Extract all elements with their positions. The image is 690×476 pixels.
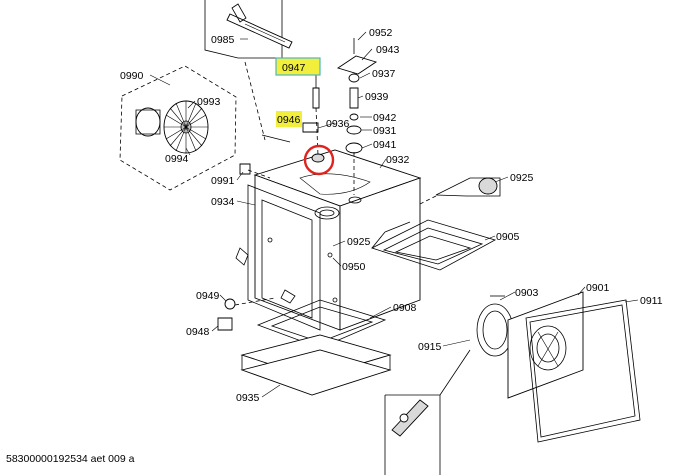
label-0949: 0949	[196, 290, 220, 302]
label-0947: 0947	[282, 62, 306, 74]
label-0985: 0985	[211, 34, 235, 46]
label-0937: 0937	[372, 68, 396, 80]
label-0941: 0941	[373, 139, 397, 151]
label-0925-side: 0925	[347, 236, 371, 248]
rear-panel-0901	[507, 291, 584, 399]
top-heater-0905	[370, 219, 497, 271]
label-0950: 0950	[342, 261, 366, 273]
label-0946: 0946	[277, 114, 301, 126]
label-0915: 0915	[418, 341, 442, 353]
target-circle	[303, 144, 335, 176]
label-0901: 0901	[586, 282, 610, 294]
highlight-0947	[275, 57, 321, 76]
door-seal-0911	[525, 299, 641, 443]
highlight-0946	[276, 111, 302, 127]
oven-cavity	[235, 149, 422, 331]
footer-code: 58300000192534 aet 009 a	[6, 453, 135, 465]
label-0925-lamp: 0925	[510, 172, 534, 184]
label-0903: 0903	[515, 287, 539, 299]
top-fittings	[239, 38, 378, 195]
label-0990: 0990	[120, 70, 144, 82]
label-0942: 0942	[373, 112, 397, 124]
label-0932: 0932	[386, 154, 410, 166]
small-parts-0948-0949	[217, 297, 276, 331]
lamp-0925	[417, 177, 501, 206]
label-0936: 0936	[326, 118, 350, 130]
label-0935: 0935	[236, 392, 260, 404]
leader-lines	[149, 31, 639, 398]
label-0948: 0948	[186, 326, 210, 338]
fan-inset	[119, 65, 237, 191]
label-0991: 0991	[211, 175, 235, 187]
label-0911: 0911	[640, 295, 663, 307]
insulation-0935	[240, 334, 392, 396]
label-0952: 0952	[369, 27, 393, 39]
label-0908: 0908	[393, 302, 417, 314]
part-labels: 0985 0952 0943 0947 0937 0990 0993 0939 …	[120, 27, 663, 404]
label-0943: 0943	[376, 44, 400, 56]
inset-0915	[384, 349, 471, 475]
label-0931: 0931	[373, 125, 397, 137]
label-0939: 0939	[365, 91, 389, 103]
label-0934: 0934	[211, 196, 235, 208]
label-0993: 0993	[197, 96, 221, 108]
inset-0985	[204, 0, 293, 59]
label-0994: 0994	[165, 153, 189, 165]
label-0905: 0905	[496, 231, 520, 243]
